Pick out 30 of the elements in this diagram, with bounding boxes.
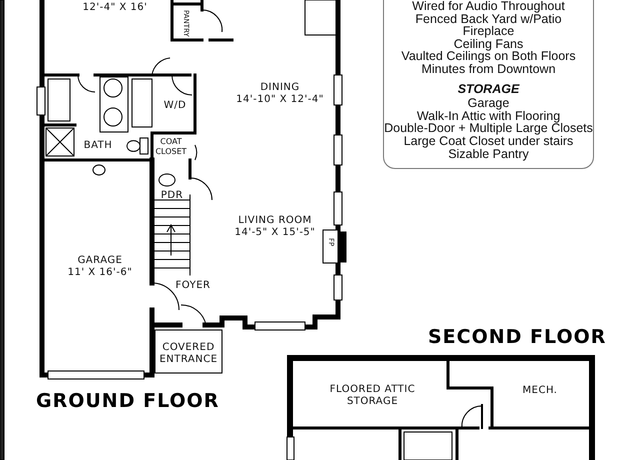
section-heading: STORAGE: [456, 82, 520, 96]
feature-text: Large Coat Closet under stairs: [402, 134, 574, 148]
feature-text: Double-Door + Multiple Large Closets: [384, 122, 593, 135]
feature-text: Vaulted Ceilings on Both Floors: [400, 50, 577, 63]
feature-text: Minutes from Downtown: [420, 62, 557, 76]
feature-list-card: [383, 0, 594, 170]
feature-text: Fireplace: [462, 25, 516, 38]
room-label: GARAGE: [76, 255, 124, 267]
room-label: FOYER: [174, 280, 212, 292]
room-dimensions: 11' X 16'-6": [66, 267, 134, 279]
feature-text: Ceiling Fans: [452, 38, 524, 50]
floor-title: GROUND FLOOR: [36, 390, 220, 412]
room-label: BATH: [82, 140, 114, 152]
room-label: LIVING ROOM: [237, 215, 313, 227]
room-label: COVERED ENTRANCE: [158, 342, 219, 366]
room-label: DINING: [259, 82, 301, 94]
room-dimensions: 14'-5" X 15'-5": [234, 227, 316, 239]
floor-title: SECOND FLOOR: [428, 326, 606, 348]
room-label: COAT CLOSET: [154, 137, 188, 157]
room-label: MECH.: [522, 385, 558, 397]
feature-text: Walk-In Attic with Flooring: [416, 110, 562, 122]
room-label: FLOORED ATTIC STORAGE: [328, 384, 416, 408]
feature-text: Fenced Back Yard w/Patio: [414, 12, 562, 26]
feature-text: Wired for Audio Throughout: [411, 0, 566, 13]
feature-text: Sizable Pantry: [447, 148, 530, 160]
feature-text: Garage: [466, 97, 510, 110]
room-dimensions: 14'-10" X 12'-4": [235, 94, 325, 106]
room-label: W/D: [162, 100, 188, 112]
room-label: 12'-4" X 16': [82, 2, 148, 14]
room-label: PDR: [160, 190, 184, 202]
